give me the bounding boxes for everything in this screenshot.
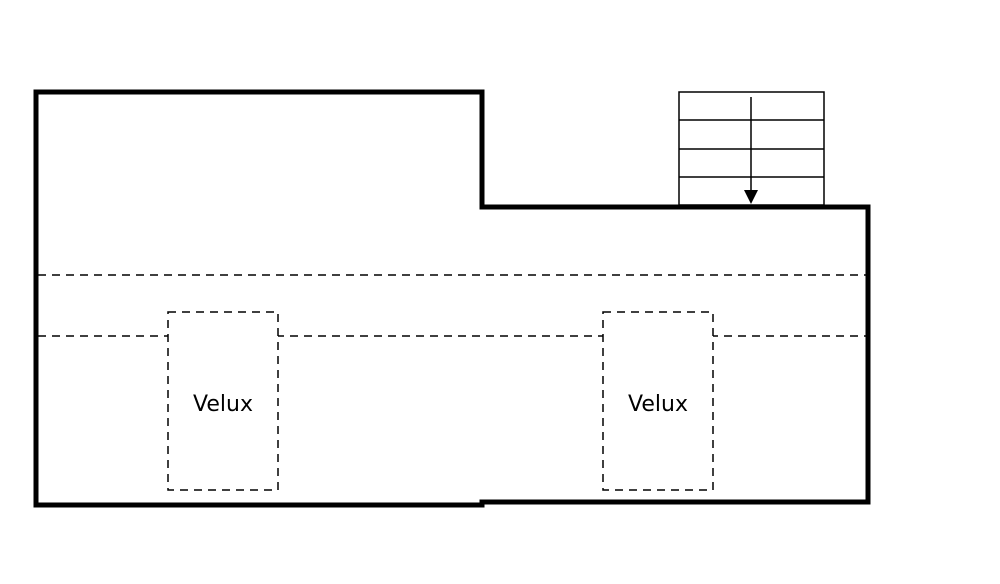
velux-window-outline (602, 311, 714, 491)
velux-window-1: Velux (167, 311, 279, 491)
velux-label-1: Velux (193, 392, 253, 417)
staircase-icon (678, 91, 825, 206)
velux-label-2: Velux (628, 392, 688, 417)
velux-window-2: Velux (602, 311, 714, 491)
down-arrow-icon (744, 190, 758, 204)
velux-window-outline (167, 311, 279, 491)
outer-wall (33, 89, 871, 508)
